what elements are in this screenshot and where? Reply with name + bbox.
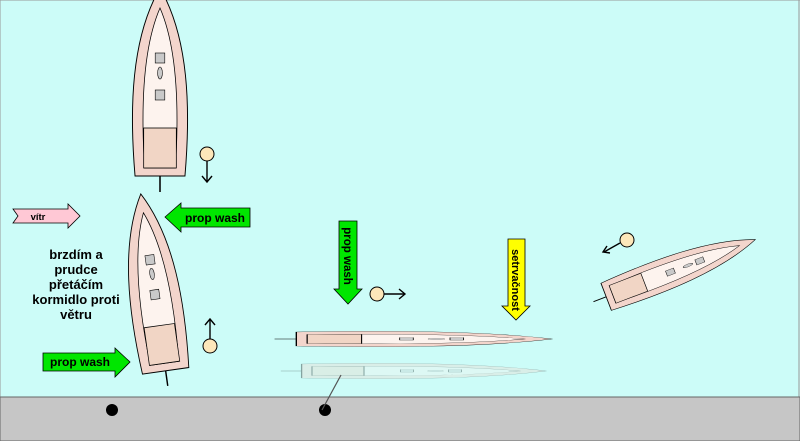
prop-wash-label: prop wash: [185, 211, 245, 225]
prop-wash-label: prop wash: [341, 227, 353, 285]
instruction-line: kormidlo proti: [8, 292, 144, 307]
instruction-line: brzdím a: [8, 247, 144, 262]
dock: [0, 397, 800, 441]
instruction-line: prudce: [8, 262, 144, 277]
prop-wash-label: prop wash: [50, 355, 110, 369]
bollard: [319, 404, 331, 416]
instruction-text: brzdím a prudce přetáčím kormidlo proti …: [8, 247, 144, 322]
bollard: [106, 404, 118, 416]
instruction-line: přetáčím: [8, 277, 144, 292]
wind-label: vítr: [31, 212, 46, 223]
instruction-line: větru: [8, 307, 144, 322]
inertia-label: setrvačnost: [509, 249, 521, 311]
